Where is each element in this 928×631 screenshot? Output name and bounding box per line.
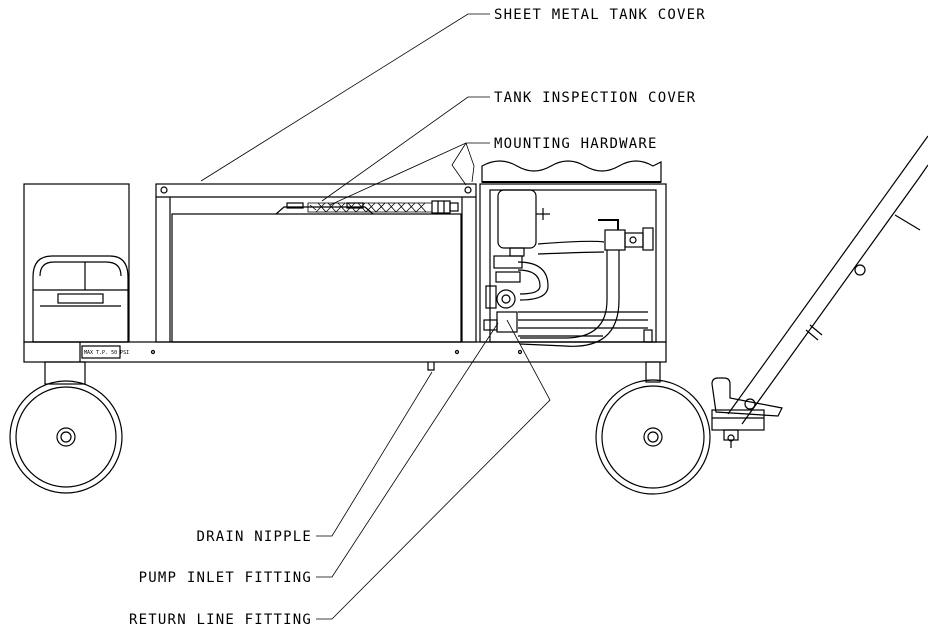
leader-tank-inspection-cover: [321, 96, 490, 202]
mounting-bolt-right: [464, 186, 472, 194]
tow-handle: [711, 135, 928, 448]
label-mounting-hardware: MOUNTING HARDWARE: [494, 136, 658, 152]
leader-drain-nipple: [316, 371, 433, 537]
nameplate: [81, 345, 121, 359]
battery-enclosure: [23, 183, 130, 343]
leader-return-line-fitting: [316, 319, 551, 620]
pump-compartment: [479, 160, 667, 347]
leader-mounting-hardware-1: [329, 142, 490, 206]
label-sheet-metal-tank-cover: SHEET METAL TANK COVER: [494, 7, 706, 23]
rear-wheel: [9, 361, 123, 494]
leader-lines: [200, 13, 551, 620]
callout-labels: SHEET METAL TANK COVER TANK INSPECTION C…: [129, 7, 706, 628]
leader-pump-inlet-fitting: [316, 322, 499, 578]
label-pump-inlet-fitting: PUMP INLET FITTING: [139, 570, 312, 586]
tank-frame: [155, 183, 477, 343]
label-tank-inspection-cover: TANK INSPECTION COVER: [494, 90, 696, 106]
leader-sheet-metal-tank-cover: [200, 13, 490, 182]
leader-mounting-hardware-2: [451, 142, 467, 186]
chassis-rail: MAX T.P. 50 PSI: [23, 341, 667, 371]
mounting-bolt-left: [160, 186, 168, 194]
leader-mounting-hardware-3: [465, 142, 475, 183]
front-wheel: [595, 361, 711, 495]
label-return-line-fitting: RETURN LINE FITTING: [129, 612, 312, 628]
label-drain-nipple: DRAIN NIPPLE: [196, 529, 312, 545]
nameplate-text: MAX T.P. 50 PSI: [84, 350, 129, 356]
tank-body: [171, 200, 462, 343]
